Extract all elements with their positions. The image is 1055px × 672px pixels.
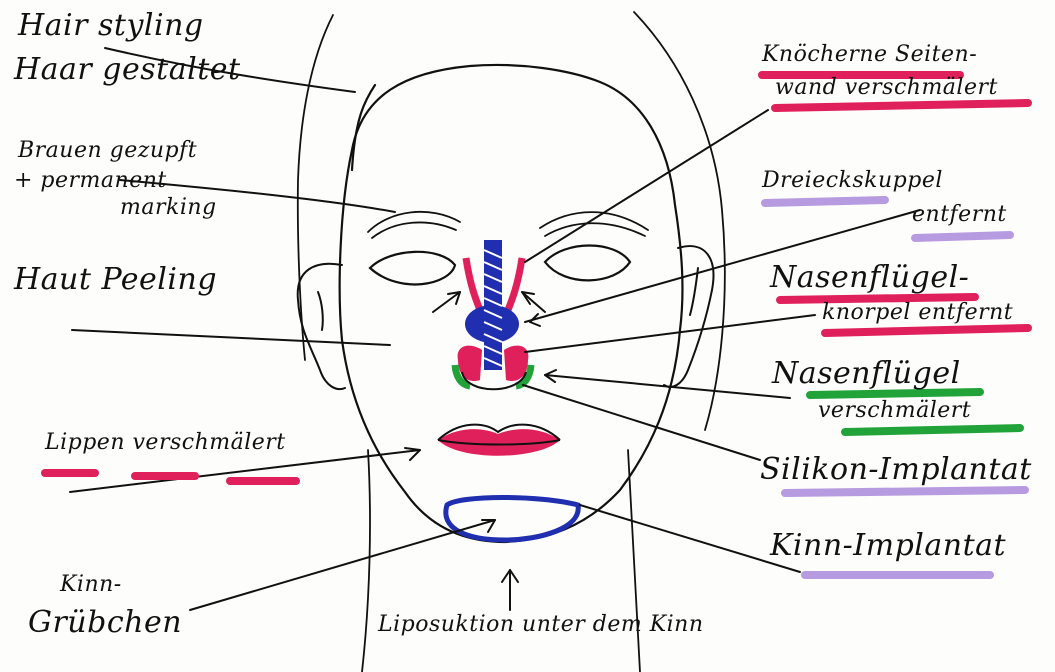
label-bony-sidewall-1: Knöcherne Seiten- <box>762 42 977 67</box>
label-silicone-implant: Silikon-Implantat <box>760 452 1032 487</box>
chin-implant-outline <box>446 498 578 541</box>
nose <box>455 240 531 389</box>
label-lips-narrowed: Lippen verschmälert <box>45 430 286 455</box>
label-alar-narrowed-1: Nasenflügel <box>772 356 961 391</box>
label-liposuction: Liposuktion unter dem Kinn <box>378 612 704 637</box>
lips <box>438 425 560 456</box>
label-brows-permanent: + permanent <box>14 168 167 193</box>
label-hair-styled: Haar gestaltet <box>14 52 241 87</box>
label-chin-dimple-1: Kinn- <box>60 572 122 597</box>
label-bony-sidewall-2: wand verschmälert <box>775 75 998 100</box>
label-alar-narrowed-2: verschmälert <box>818 398 971 423</box>
label-brows-marking: marking <box>120 195 217 220</box>
label-dome-1: Dreieckskuppel <box>762 168 943 193</box>
label-hair-styling: Hair styling <box>18 8 204 43</box>
label-brows-plucked: Brauen gezupft <box>18 138 197 163</box>
label-alar-cartilage-1: Nasenflügel- <box>770 260 969 295</box>
label-dome-2: entfernt <box>912 202 1007 227</box>
label-skin-peeling: Haut Peeling <box>14 262 217 297</box>
label-alar-cartilage-2: knorpel entfernt <box>822 300 1013 325</box>
eyebrows <box>368 212 648 238</box>
label-chin-dimple-2: Grübchen <box>28 605 182 640</box>
neck <box>362 450 640 672</box>
label-chin-implant: Kinn-Implantat <box>770 528 1006 563</box>
